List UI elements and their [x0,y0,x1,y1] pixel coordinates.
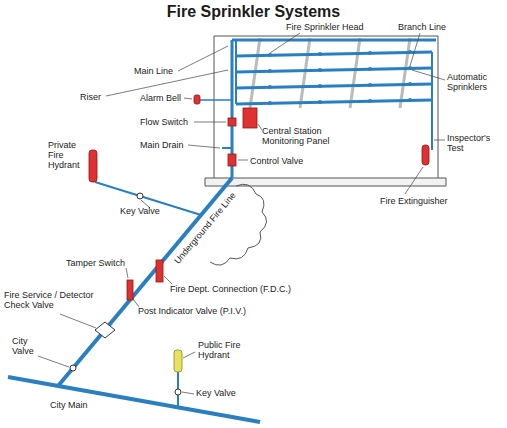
underground-line-label: Underground Fire Line [172,190,238,265]
sprinkler-head-label: Fire Sprinkler Head [286,22,364,32]
pipes [8,40,436,422]
key-valve [137,193,143,199]
inspector-test-label: Inspector's Test [447,133,502,153]
control-valve [228,154,236,166]
monitoring-panel [243,108,257,128]
city-valve [70,365,76,371]
panel-label: Central Station Monitoring Panel [262,126,342,146]
flow-switch-label: Flow Switch [140,117,188,127]
main-drain-label: Main Drain [140,140,184,150]
fire-extinguisher [422,145,429,165]
control-valve-label: Control Valve [250,156,303,166]
city-main-label: City Main [50,400,88,410]
key-valve-label: Key Valve [196,388,236,398]
alarm-bell [194,95,200,104]
flow-switch [228,118,236,126]
piv [127,280,133,300]
public-hydrant-label: Public Fire Hydrant [198,340,258,360]
underground-cloud [210,184,267,265]
city-valve-label: City Valve [12,336,46,356]
private-hydrant [89,150,97,182]
check-valve-label: Fire Service / Detector Check Valve [4,290,96,310]
building-frame [214,36,438,178]
public-hydrant [174,350,182,372]
branch-line-label: Branch Line [398,22,446,32]
fdc [156,260,163,282]
sprinkler-heads [268,50,412,105]
key-valve-label: Key Valve [120,206,160,216]
piv-label: Post Indicator Valve (P.I.V.) [138,306,246,316]
main-line-label: Main Line [134,66,173,76]
extinguisher-label: Fire Extinguisher [380,196,448,206]
alarm-bell-label: Alarm Bell [140,93,181,103]
title: Fire Sprinkler Systems [0,3,507,21]
fdc-label: Fire Dept. Connection (F.D.C.) [170,284,291,294]
sprinklers-label: Automatic Sprinklers [447,72,502,92]
check-valve [95,322,115,338]
tamper-switch-label: Tamper Switch [66,258,125,268]
riser-label: Riser [80,92,101,102]
leader-lines [38,33,445,394]
hydrant-label: Private Fire Hydrant [48,140,90,170]
key-valve [175,389,181,395]
